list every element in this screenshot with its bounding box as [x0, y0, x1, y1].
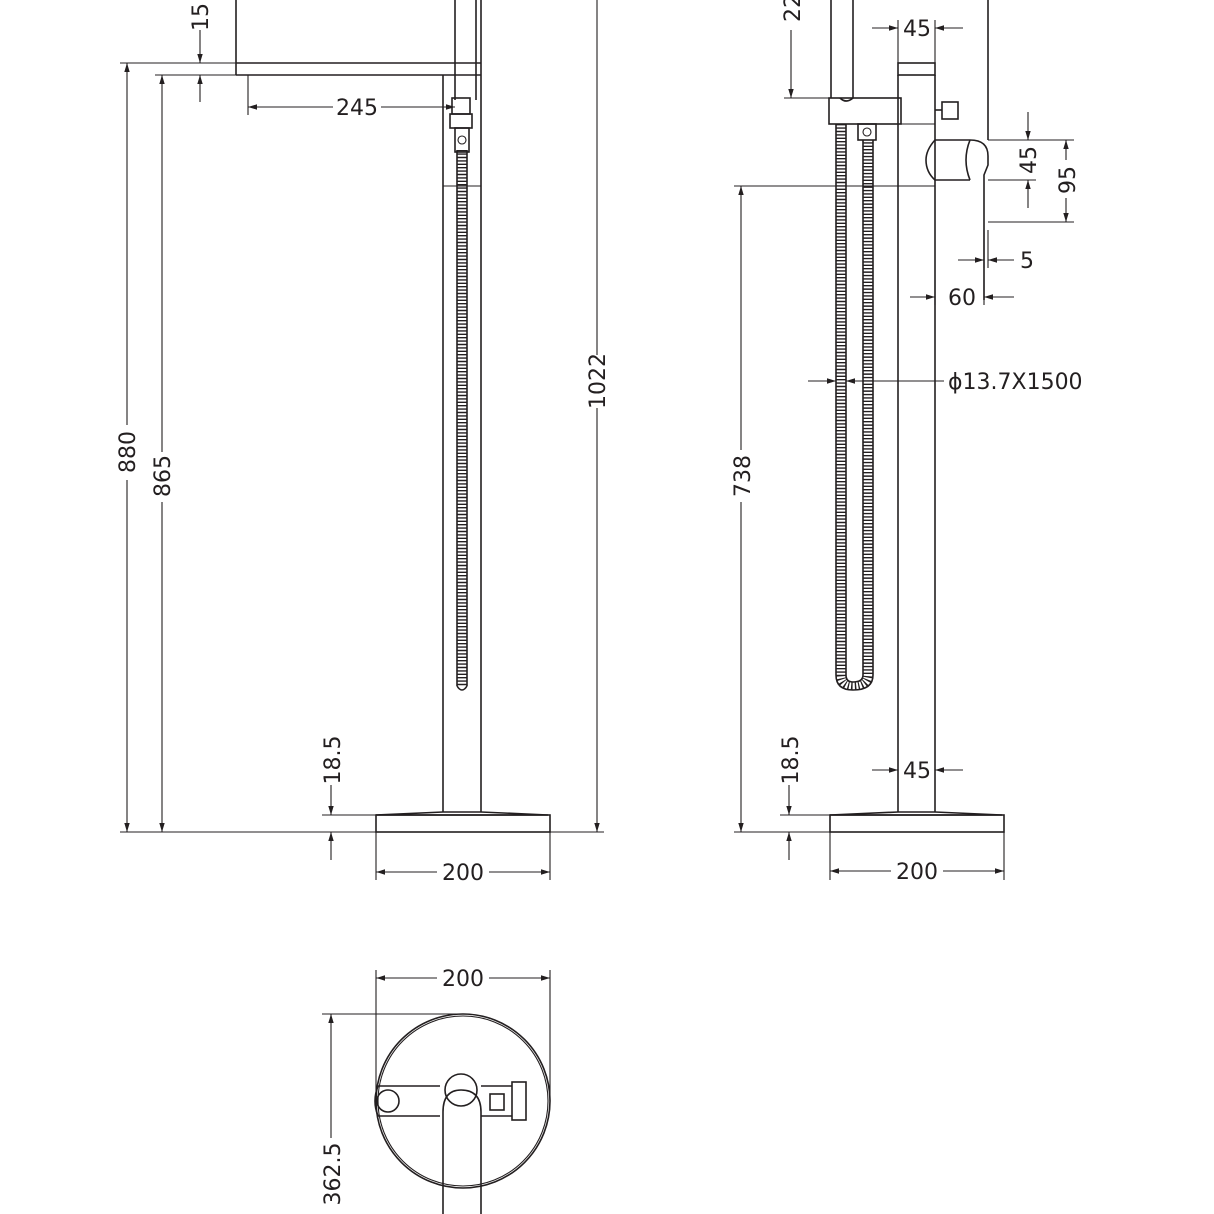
dim-hose-spec: ϕ13.7X1500 [808, 370, 1083, 395]
plan-diverter [374, 1081, 527, 1121]
riser-tube [454, 0, 477, 100]
dim-base-width: 200 [375, 832, 551, 886]
dim-label-200-plan: 200 [442, 967, 484, 992]
dim-side-column-bottom: 45 [872, 759, 963, 784]
plan-view: 200 362.5 [321, 967, 551, 1214]
dim-label-245: 245 [336, 96, 378, 121]
dim-handle-offset: 95 [988, 139, 1081, 223]
side-view: 22 45 45 95 [731, 0, 1083, 885]
dim-label-60: 60 [948, 286, 976, 311]
side-hose-loop [835, 124, 874, 691]
hose-holder [449, 97, 473, 153]
dim-label-738: 738 [731, 455, 756, 497]
dim-label-45-bottom: 45 [903, 759, 931, 784]
dim-label-362-5: 362.5 [321, 1143, 346, 1206]
dim-label-45-top: 45 [903, 17, 931, 42]
main-column [442, 75, 482, 812]
plan-base-disc [375, 1013, 551, 1189]
side-base-plate [829, 811, 1005, 833]
front-view: 15 245 880 865 1022 [116, 0, 611, 886]
dim-mixer-height: 738 [731, 185, 898, 833]
dim-side-top-partial: 22 [781, 0, 829, 99]
dim-base-thickness: 18.5 [321, 736, 376, 860]
dim-label-1022: 1022 [586, 353, 611, 409]
dim-label-865: 865 [151, 455, 176, 497]
dim-side-base-width: 200 [829, 832, 1005, 885]
diverter-body [828, 97, 902, 141]
dim-side-column-top: 45 [872, 17, 963, 63]
dim-label-200-front: 200 [442, 861, 484, 886]
side-diverter-knob [935, 101, 959, 120]
side-riser-tube [830, 0, 854, 98]
dim-label-hose: ϕ13.7X1500 [948, 370, 1083, 395]
dim-label-95: 95 [1056, 166, 1081, 194]
dim-handle-height: 45 [988, 112, 1042, 208]
dim-top-plate: 15 [187, 3, 236, 102]
dim-riser-height: 865 [151, 74, 236, 832]
dim-label-22: 22 [781, 0, 806, 22]
dim-label-200-side: 200 [896, 860, 938, 885]
dim-total-height: 880 [116, 62, 376, 833]
dim-label-45-handle: 45 [1017, 146, 1042, 174]
mixer-handle [925, 139, 989, 300]
dim-label-15: 15 [189, 3, 214, 31]
dim-label-18-5-front: 18.5 [321, 736, 346, 785]
spout-arm [235, 0, 482, 76]
dim-label-5: 5 [1020, 249, 1034, 274]
dim-handle-depth: 60 [910, 280, 1014, 311]
dim-side-base-thickness: 18.5 [779, 736, 830, 860]
base-plate [375, 811, 551, 833]
dim-handle-gap: 5 [958, 230, 1034, 274]
side-column [897, 75, 936, 812]
dim-overall-height: 1022 [550, 0, 611, 833]
dim-plan-base-width: 200 [375, 967, 551, 1101]
dim-plan-offset: 362.5 [321, 1013, 463, 1206]
dim-label-880: 880 [116, 431, 141, 473]
dim-label-18-5-side: 18.5 [779, 736, 804, 785]
plan-column [442, 1073, 482, 1214]
dim-spout-reach: 245 [247, 75, 455, 121]
shower-hose [456, 150, 468, 691]
side-top-fitting [897, 0, 989, 140]
